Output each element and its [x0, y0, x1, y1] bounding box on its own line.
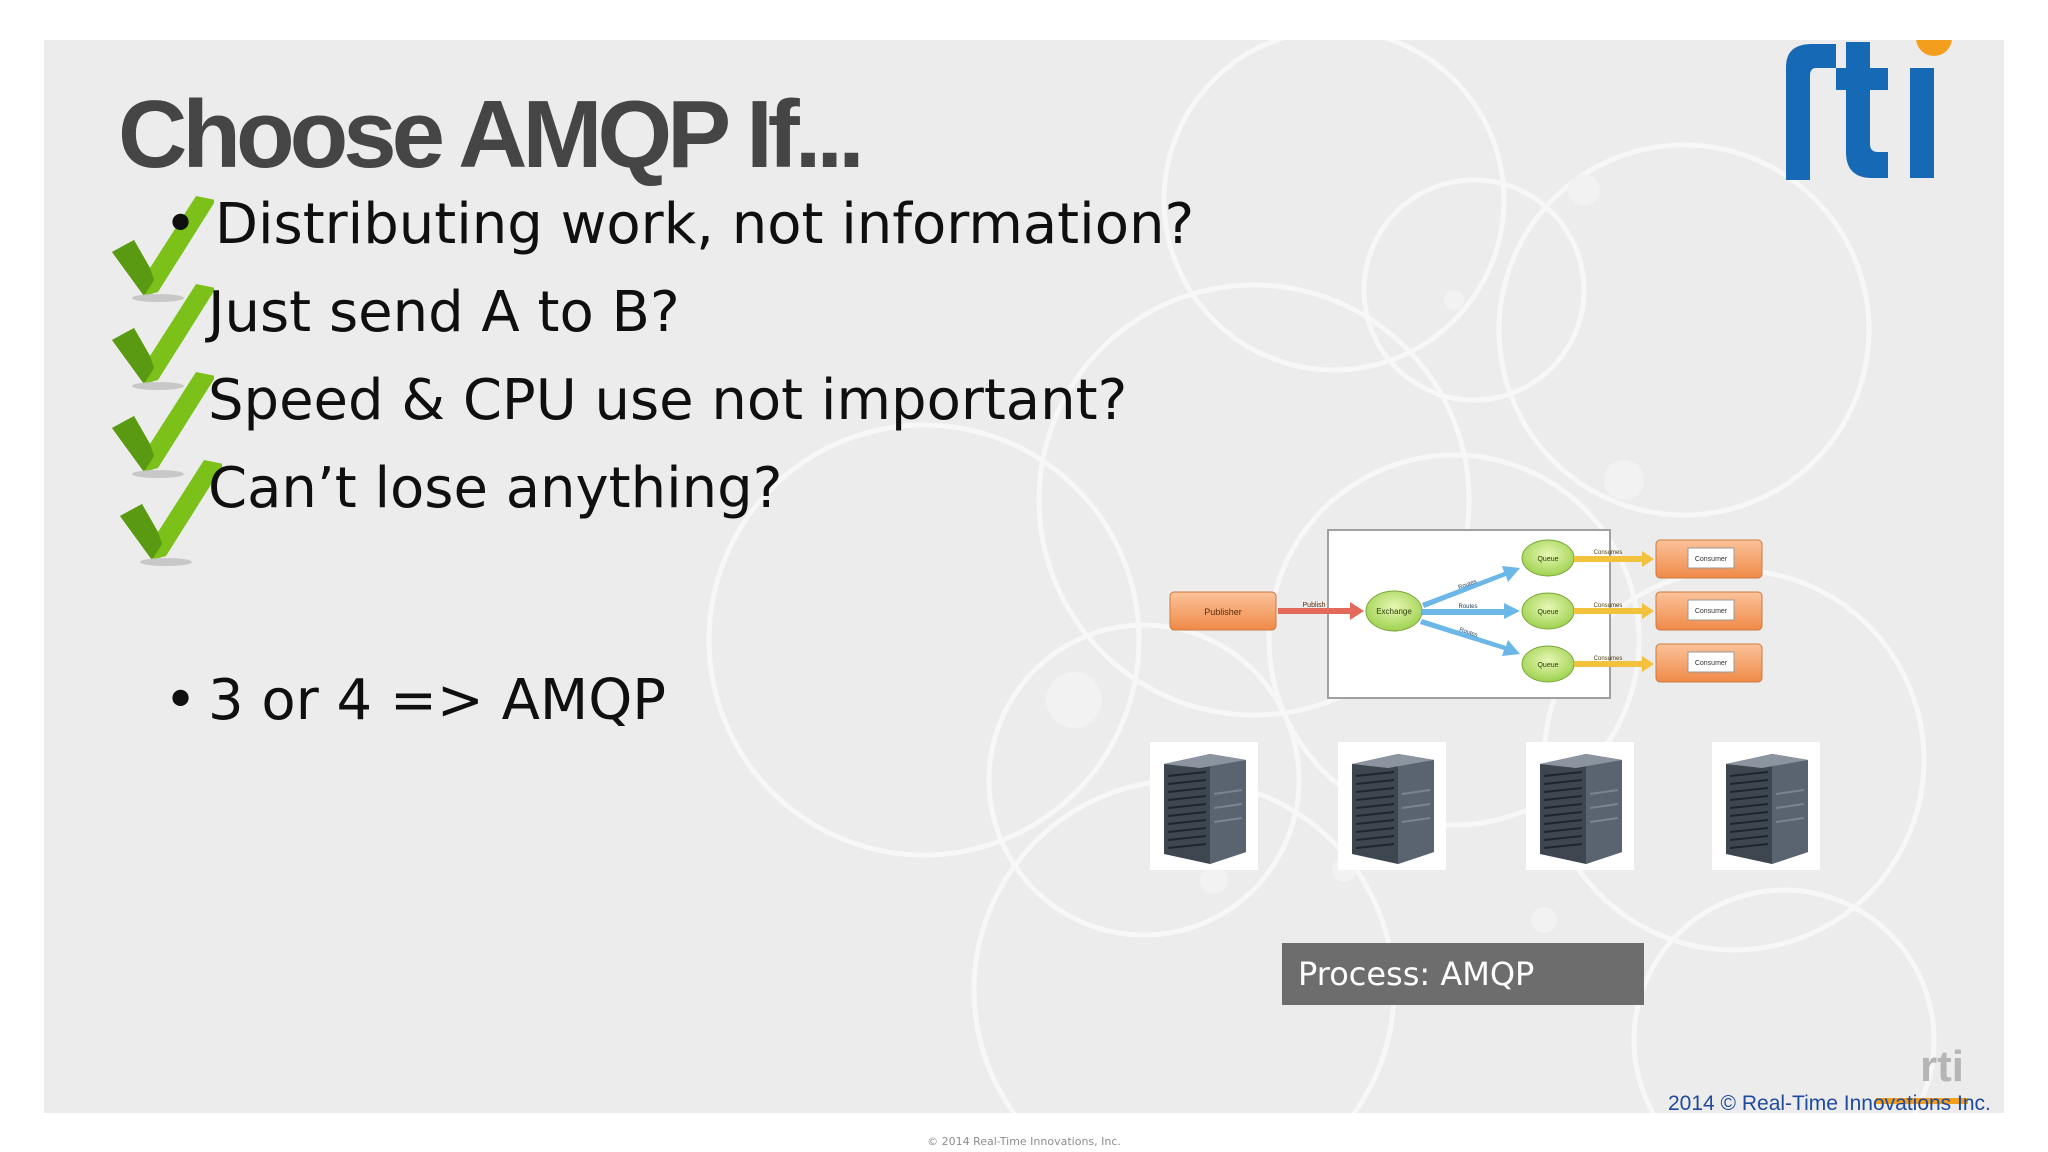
- slide: Choose AMQP If... • Distributing work, n…: [44, 40, 2004, 1113]
- queue-label: Queue: [1537, 556, 1558, 563]
- consumer-label: Consumer: [1695, 608, 1728, 615]
- small-rti-logo: rti: [1920, 1042, 1964, 1091]
- publisher-label: Publisher: [1204, 607, 1242, 617]
- server-icon: [1526, 742, 1634, 870]
- slide-title: Choose AMQP If...: [118, 81, 865, 188]
- checkmark-icon: [112, 196, 214, 302]
- consumer-inner: [1687, 599, 1735, 621]
- rti-logo: [1786, 40, 1952, 180]
- amqp-diagram: Publisher Publish Exchange Routes Routes…: [1169, 529, 1763, 699]
- checkmark-icon: [112, 284, 214, 390]
- publish-label: Publish: [1303, 602, 1326, 609]
- route-arrow: [1420, 619, 1520, 656]
- exchange-label: Exchange: [1376, 607, 1412, 616]
- consume-label: Consumes: [1594, 550, 1623, 556]
- publisher-box: [1169, 591, 1277, 631]
- publish-arrow: [1278, 602, 1364, 620]
- server-icon: [1150, 742, 1258, 870]
- queue-label: Queue: [1537, 662, 1558, 669]
- consumer-label: Consumer: [1695, 556, 1728, 563]
- checkmark-icon: [112, 372, 214, 478]
- bullet-text: • Distributing work, not information?: [164, 192, 1195, 257]
- process-caption: Process: AMQP: [1282, 943, 1644, 1005]
- server-icon: [1712, 742, 1820, 870]
- checkmark-icon: [120, 460, 222, 566]
- bullet-text: Speed & CPU use not important?: [208, 368, 1128, 433]
- consume-arrow: [1574, 551, 1654, 567]
- copyright-text: 2014 © Real-Time Innovations Inc.: [1668, 1092, 1991, 1113]
- page-footer: © 2014 Real-Time Innovations, Inc.: [927, 1135, 1121, 1148]
- server-icon: [1338, 742, 1446, 870]
- consume-label: Consumes: [1594, 656, 1623, 662]
- route-label: Routes: [1458, 627, 1478, 639]
- route-arrow: [1422, 566, 1520, 608]
- bullet-text: Just send A to B?: [208, 280, 680, 345]
- consumer-label: Consumer: [1695, 660, 1728, 667]
- logo-underline: [1876, 1098, 1968, 1104]
- consumer-inner: [1687, 651, 1735, 673]
- route-arrow: [1422, 603, 1520, 619]
- queue-label: Queue: [1537, 609, 1558, 616]
- summary-text: 3 or 4 => AMQP: [208, 668, 667, 733]
- consume-arrow: [1574, 656, 1654, 672]
- consume-label: Consumes: [1594, 603, 1623, 609]
- route-label: Routes: [1458, 604, 1477, 610]
- bullet-marker: •: [164, 668, 198, 733]
- consumer-inner: [1687, 547, 1735, 569]
- bullet-text: Can’t lose anything?: [208, 456, 783, 521]
- consume-arrow: [1574, 603, 1654, 619]
